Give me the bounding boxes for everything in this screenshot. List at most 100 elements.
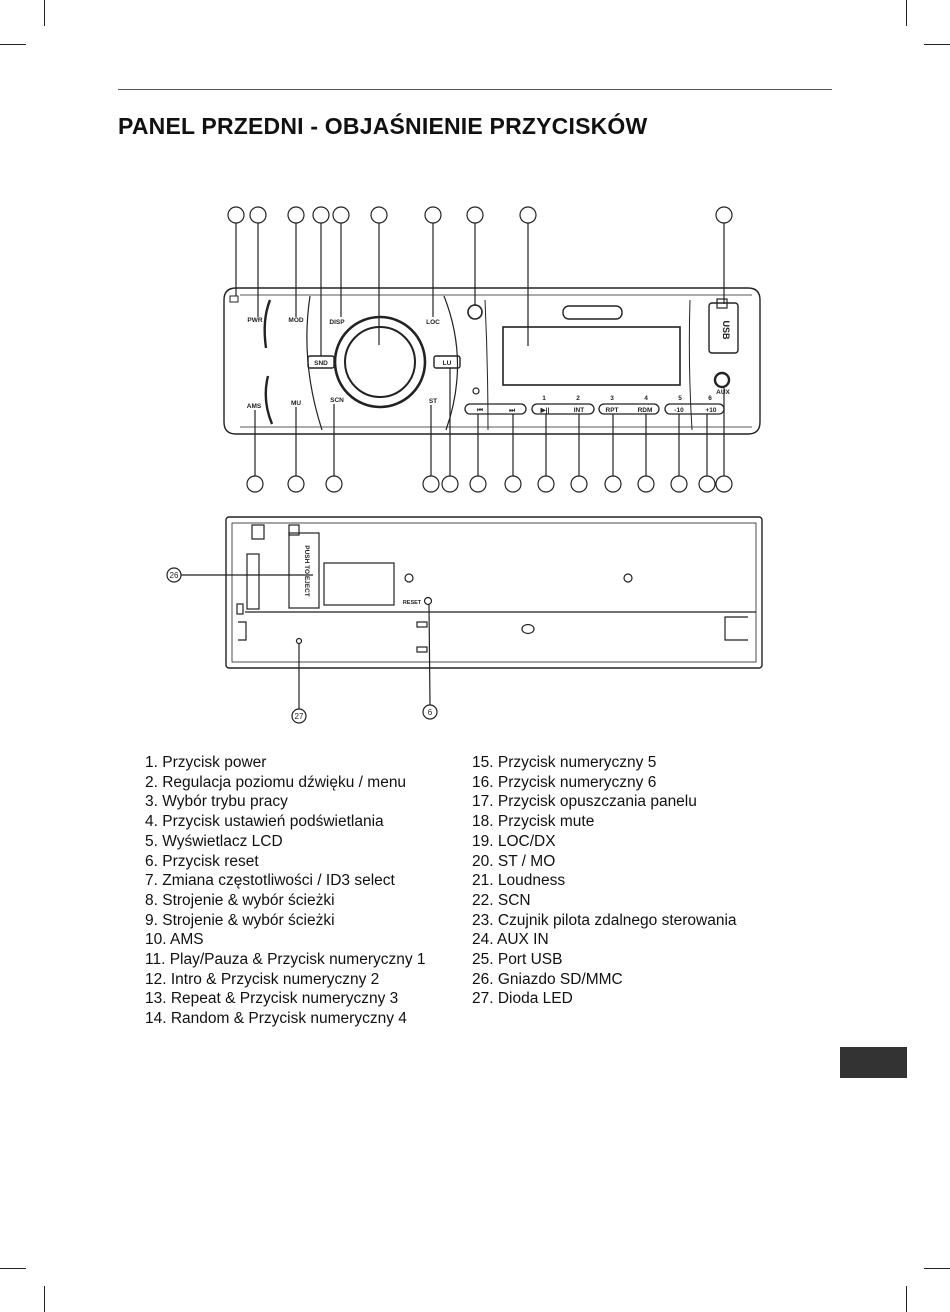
lu-button [433,355,461,369]
legend-item: 6. Przycisk reset [145,852,259,870]
crop-mark [44,1286,45,1312]
num3-label: 3 [610,395,614,402]
legend-item: 9. Strojenie & wybór ścieżki [145,911,335,929]
legend-item: 8. Strojenie & wybór ścieżki [145,891,335,909]
ams-label: AMS [247,403,262,410]
reset-hole [423,596,433,606]
callout-circle [287,475,305,493]
callout-circle [637,475,655,493]
callout-circle [519,206,537,224]
legend-item: 13. Repeat & Przycisk numeryczny 3 [145,990,399,1008]
snd-button [307,355,335,369]
disp-label: DISP [329,319,345,326]
int-label: INT [574,407,585,414]
sd-slot [288,532,320,609]
num6-label: 6 [708,395,712,402]
legend-item: 5. Wyświetlacz LCD [145,832,283,850]
volume-knob [333,315,427,409]
crop-mark [0,1268,26,1269]
led [472,387,480,395]
scn-label: SCN [330,397,344,404]
crop-mark [924,44,950,45]
num5-label: 5 [678,395,682,402]
page-title: PANEL PRZEDNI - OBJAŚNIENIE PRZYCISKÓW [118,113,648,139]
minus10-label: -10 [674,407,684,414]
legend-right: 15. Przycisk numeryczny 5 16. Przycisk n… [472,753,737,1009]
legend-item: 17. Przycisk opuszczania panelu [472,793,697,811]
header-rule [118,89,832,90]
back-panel-outline [225,516,763,669]
rdm-label: RDM [638,407,653,414]
crop-mark [906,0,907,26]
st-label: ST [429,398,437,405]
legend-item: 19. LOC/DX [472,832,556,850]
legend-left: 1. Przycisk power 2. Regulacja poziomu d… [145,753,426,1029]
aux-jack [713,371,731,389]
legend-item: 15. Przycisk numeryczny 5 [472,754,657,771]
legend-item: 16. Przycisk numeryczny 6 [472,773,657,791]
usb-label: USB [721,320,731,340]
crop-mark [44,0,45,26]
legend-item: 4. Przycisk ustawień podświetlania [145,813,384,831]
callout-circle [469,475,487,493]
callout-circle [570,475,588,493]
num1-label: 1 [542,395,546,402]
callout-circle [604,475,622,493]
callout-circle [249,206,267,224]
mod-label: MOD [288,317,303,324]
play-int-buttons [531,403,595,415]
push-to-eject-label: PUSH TO EJECT [303,545,310,597]
legend-item: 21. Loudness [472,872,566,890]
legend-item: 12. Intro & Przycisk numeryczny 2 [145,970,380,988]
callout-circle [715,475,733,493]
crop-mark [924,1268,950,1269]
callout-circle [670,475,688,493]
num4-label: 4 [644,395,648,402]
callout-26: 26 [170,571,179,580]
legend-item: 24. AUX IN [472,931,549,949]
callout-circle [441,475,459,493]
loc-label: LOC [426,319,440,326]
mu-label: MU [291,400,301,407]
legend-item: 22. SCN [472,891,531,909]
front-panel-outline [223,287,761,435]
callout-circle [424,206,442,224]
pwr-label: PWR [247,317,262,324]
snd-label: SND [314,360,328,367]
callout-circle [227,206,245,224]
panel-diagram: PWR MOD DISP LOC SND LU AMS MU SCN ST AU… [166,206,763,724]
legend-item: 14. Random & Przycisk numeryczny 4 [145,1010,407,1028]
lu-label: LU [443,360,452,367]
callout-circle [537,475,555,493]
page-tab-marker [840,1047,907,1078]
callout-circle [698,475,716,493]
callout-27: 27 [295,712,304,721]
legend-item: 20. ST / MO [472,852,556,870]
legend-item: 23. Czujnik pilota zdalnego sterowania [472,911,737,929]
crop-mark [906,1286,907,1312]
callout-circle [312,206,330,224]
legend-item: 10. AMS [145,931,204,949]
crop-mark [0,44,26,45]
plus10-label: +10 [705,407,716,414]
legend-item: 11. Play/Pauza & Przycisk numeryczny 1 [145,951,426,969]
legend-item: 2. Regulacja poziomu dźwięku / menu [145,773,407,791]
aux-label: AUX [716,389,730,396]
callout-circle [287,206,305,224]
callout-circle [246,475,264,493]
callout-circle [332,206,350,224]
play-label: ▶|| [540,407,550,414]
callout-circle [370,206,388,224]
callout-6: 6 [428,708,433,717]
num2-label: 2 [576,395,580,402]
callout-circle [715,206,733,224]
legend-item: 3. Wybór trybu pracy [145,793,288,811]
rpt-rdm-buttons [598,403,660,415]
rpt-label: RPT [606,407,619,414]
legend-item: 18. Przycisk mute [472,813,595,831]
legend-item: 1. Przycisk power [145,754,267,771]
callout-circle [466,206,484,224]
legend-item: 25. Port USB [472,951,563,969]
lcd-display [502,326,681,386]
legend-item: 7. Zmiana częstotliwości / ID3 select [145,872,395,890]
